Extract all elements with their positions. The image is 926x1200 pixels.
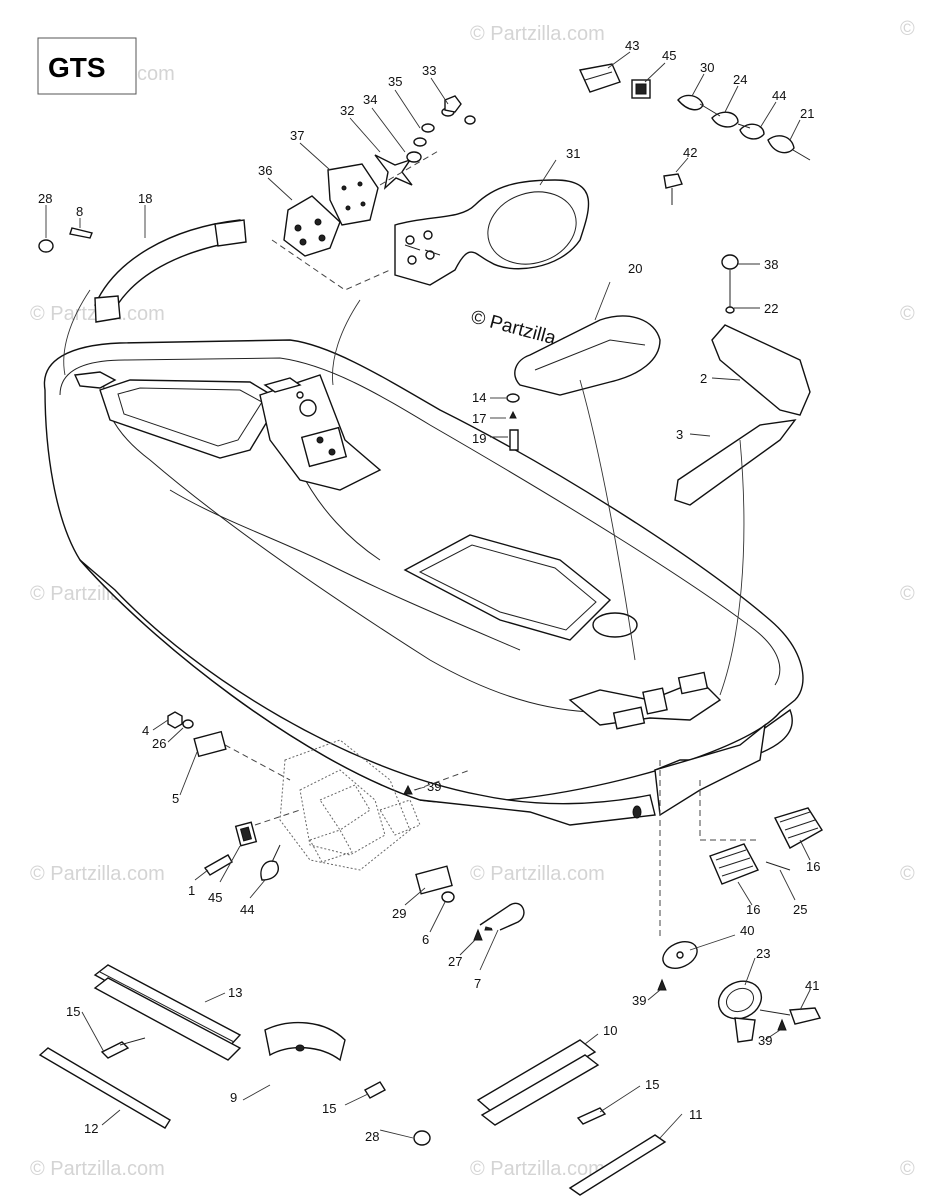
watermark: © Partzilla.com: [470, 863, 605, 885]
callout-29: 29: [392, 906, 406, 921]
callout-7: 7: [474, 976, 481, 991]
callout-31: 31: [566, 146, 580, 161]
watermark: © Partzilla.com: [30, 1158, 165, 1180]
part-38-22-plug: [721, 254, 760, 314]
callout-6: 6: [422, 932, 429, 947]
callout-35: 35: [388, 74, 402, 89]
steering-mount-parts: [271, 95, 476, 291]
callout-44: 44: [772, 88, 786, 103]
callout-16: 16: [746, 902, 760, 917]
callout-3: 3: [676, 427, 683, 442]
callout-15: 15: [322, 1101, 336, 1116]
callout-17: 17: [472, 411, 486, 426]
callout-33: 33: [422, 63, 436, 78]
callout-25: 25: [793, 902, 807, 917]
callout-14: 14: [472, 390, 486, 405]
watermark-mark: ©: [900, 303, 915, 325]
callout-12: 12: [84, 1121, 98, 1136]
hull-body: [43, 339, 804, 826]
model-title: GTS: [37, 37, 137, 95]
callout-24: 24: [733, 72, 747, 87]
watermark: © Partzilla.com: [470, 23, 605, 45]
title-text: GTS: [48, 52, 106, 83]
callout-2: 2: [700, 371, 707, 386]
watermark-mark: ©: [900, 1158, 915, 1180]
callout-43: 43: [625, 38, 639, 53]
callout-labels: 28 8 18 36 37 32 34 35 33 31 43 45 30 24…: [38, 38, 820, 1144]
bottom-rail-parts: [38, 964, 683, 1196]
callout-18: 18: [138, 191, 152, 206]
callout-45: 45: [208, 890, 222, 905]
callout-15: 15: [66, 1004, 80, 1019]
callout-44: 44: [240, 902, 254, 917]
callout-20: 20: [628, 261, 642, 276]
callout-15: 15: [645, 1077, 659, 1092]
callout-37: 37: [290, 128, 304, 143]
watermark: © Partzilla.com: [470, 1158, 605, 1180]
callout-42: 42: [683, 145, 697, 160]
callout-26: 26: [152, 736, 166, 751]
engine-mount-area: [224, 739, 471, 871]
callout-41: 41: [805, 978, 819, 993]
lower-left-clip-parts: [194, 821, 281, 899]
callout-9: 9: [230, 1090, 237, 1105]
callout-1: 1: [188, 883, 195, 898]
part-28-cap: [38, 205, 54, 253]
part-18-grab-handle: [94, 205, 247, 323]
callout-32: 32: [340, 103, 354, 118]
callout-30: 30: [700, 60, 714, 75]
top-right-fastener-parts: [578, 51, 811, 205]
callout-4: 4: [142, 723, 149, 738]
callout-34: 34: [363, 92, 377, 107]
callout-10: 10: [603, 1023, 617, 1038]
lower-center-fasteners: [404, 865, 525, 971]
callout-28: 28: [365, 1129, 379, 1144]
callout-23: 23: [756, 946, 770, 961]
callout-45: 45: [662, 48, 676, 63]
callout-13: 13: [228, 985, 242, 1000]
callout-40: 40: [740, 923, 754, 938]
watermark-mark: ©: [900, 18, 915, 40]
lower-left-fasteners: [152, 711, 227, 796]
callout-38: 38: [764, 257, 778, 272]
lower-right-parts: [647, 760, 823, 1043]
seat-fasteners: [490, 393, 520, 451]
callout-19: 19: [472, 431, 486, 446]
callout-11: 11: [689, 1107, 703, 1122]
watermark-mark: ©: [900, 863, 915, 885]
title-box: [37, 37, 137, 95]
callout-21: 21: [800, 106, 814, 121]
callout-16: 16: [806, 859, 820, 874]
callout-36: 36: [258, 163, 272, 178]
part-2-mat: [711, 324, 811, 416]
watermark: © Partzilla.com: [30, 863, 165, 885]
callout-22: 22: [764, 301, 778, 316]
part-20-seat-cover: [514, 281, 661, 396]
callout-27: 27: [448, 954, 462, 969]
watermark-layer: © Partzilla.com © Partzilla.com © Partzi…: [30, 18, 915, 1180]
callout-39: 39: [427, 779, 441, 794]
callout-39: 39: [632, 993, 646, 1008]
part-8-screw: [69, 218, 93, 239]
callout-8: 8: [76, 204, 83, 219]
part-3-mat: [674, 419, 797, 506]
part-31-handlebar-pod: [394, 159, 590, 286]
callout-28: 28: [38, 191, 52, 206]
callout-5: 5: [172, 791, 179, 806]
callout-39: 39: [758, 1033, 772, 1048]
watermark-mark: ©: [900, 583, 915, 605]
